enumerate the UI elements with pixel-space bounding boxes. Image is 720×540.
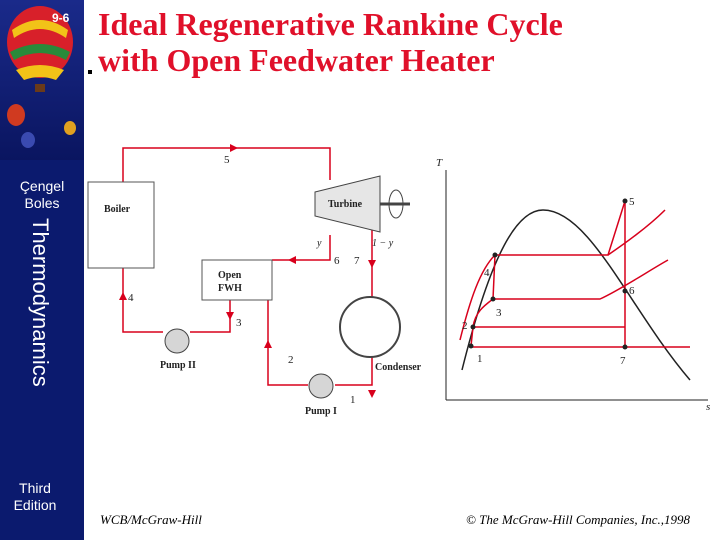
t-axis-label: T [436,157,443,169]
ts-point-5 [623,199,628,204]
ts-point-1 [469,344,474,349]
ts-point-3 [491,297,496,302]
process-3-4 [493,255,495,299]
ts-point-4 [493,253,498,258]
isobar-mid [473,260,668,327]
footer-copyright: © The McGraw-Hill Companies, Inc.,1998 [466,512,690,528]
footer-publisher: WCB/McGraw-Hill [100,512,202,528]
ts-point-6 [623,289,628,294]
ts-label-2: 2 [462,320,468,332]
s-axis-label: s [706,401,710,413]
process-1-2 [471,327,473,346]
ts-label-4: 4 [484,267,490,279]
ts-point-2 [471,325,476,330]
saturation-dome [462,210,690,380]
ts-label-3: 3 [496,307,502,319]
ts-label-1: 1 [477,353,483,365]
ts-label-7: 7 [620,355,626,367]
ts-label-6: 6 [629,285,635,297]
ts-label-5: 5 [629,196,635,208]
ts-point-7 [623,345,628,350]
isobar-high-ext [608,210,665,255]
